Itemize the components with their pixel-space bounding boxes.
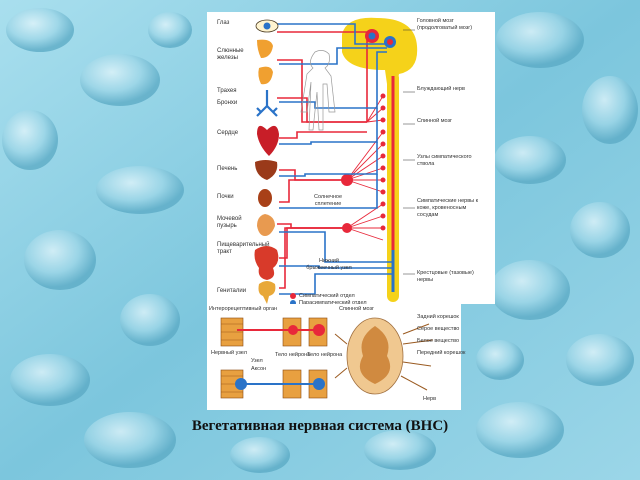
bladder-icon <box>257 214 275 236</box>
page-caption: Вегетативная нервная система (ВНС) <box>191 418 449 434</box>
spinal-cord-cross-section <box>334 317 434 395</box>
bronchi-icon <box>256 90 278 117</box>
label-nerve: Нерв <box>423 396 437 402</box>
parasympathetic-ganglion <box>235 378 247 390</box>
organ-label-heart: Сердце <box>217 130 239 136</box>
label-spinal-cord: Спинной мозг <box>339 306 375 312</box>
cns-label-sympathetic-trunk: Узлы симпатического ствола <box>417 154 472 167</box>
plexus-label-solar: Солнечное сплетение <box>313 194 343 207</box>
reflex-arc-graphic <box>220 317 434 399</box>
genitals-icon <box>258 281 276 304</box>
parasympathetic-neuron-body <box>313 378 325 390</box>
brain-shape <box>342 17 418 84</box>
legend-parasympathetic: Парасимпатический отдел <box>299 300 367 306</box>
organ-label-genitals: Гениталии <box>217 288 247 294</box>
organ-label-trachea: Трахея <box>217 88 237 94</box>
sympathetic-neuron-body <box>313 324 325 336</box>
reflex-arc-diagram: Интерорецептивный орган Спинной мозг Нер… <box>207 304 465 410</box>
label-neuron-body-2: Тело нейрона <box>307 352 343 358</box>
heart-icon <box>257 125 279 156</box>
cns-label-spinal-cord: Спинной мозг <box>417 118 453 124</box>
organ-label-salivary: Слюнные железы <box>217 48 244 61</box>
organ-icons <box>254 19 279 304</box>
intestine-icon <box>254 246 279 280</box>
sympathetic-chain-ganglia <box>380 93 386 231</box>
organ-label-bladder: Мочевой пузырь <box>217 216 242 229</box>
organ-label-liver: Печень <box>217 166 238 172</box>
legend-sympathetic: Симпатический отдел <box>299 293 355 299</box>
label-nerve-node: Нервный узел <box>211 350 247 356</box>
liver-icon <box>255 160 278 180</box>
label-gray-matter: Серое вещество <box>417 326 460 332</box>
sympathetic-pathways <box>277 31 368 289</box>
organ-label-eye: Глаз <box>217 20 230 26</box>
autonomic-nervous-system-diagram: Глаз Слюнные железы Трахея Бронхи Сердце… <box>207 12 495 306</box>
label-interoreceptive-organ: Интерорецептивный орган <box>209 306 278 312</box>
cns-label-sympathetic-nerves: Симпатические нервы к коже, кровеносным … <box>417 198 479 218</box>
organ-label-digestive: Пищеварительный тракт <box>217 242 270 255</box>
cns-label-brain: Головной мозг (продолговатый мозг) <box>417 18 473 31</box>
label-ganglion: Узел <box>251 358 263 364</box>
salivary-gland-2-icon <box>258 66 273 85</box>
organ-label-bronchi: Бронхи <box>217 100 238 106</box>
human-silhouette <box>300 50 336 131</box>
plexus-label-mesenteric: Нижний брыжеечный узел <box>306 258 352 271</box>
cns-label-sacral: Крестцовые (тазовые) нервы <box>417 270 474 283</box>
kidney-icon <box>258 189 272 207</box>
parasympathetic-pathways <box>277 23 393 295</box>
label-neuron-body-1: Тело нейрона <box>275 352 311 358</box>
legend-sympathetic-dot <box>290 293 296 299</box>
label-white-matter: Белое вещество <box>417 338 460 344</box>
salivary-gland-icon <box>257 39 273 58</box>
organ-label-kidneys: Почки <box>217 194 234 200</box>
ans-diagram-graphic <box>254 17 418 306</box>
cns-label-vagus: Блуждающий нерв <box>417 86 465 92</box>
sympathetic-ganglion <box>288 325 298 335</box>
label-dorsal-root: Задний корешок <box>417 314 459 320</box>
label-axon: Аксон <box>251 366 267 372</box>
label-ventral-root: Передний корешок <box>417 350 466 356</box>
